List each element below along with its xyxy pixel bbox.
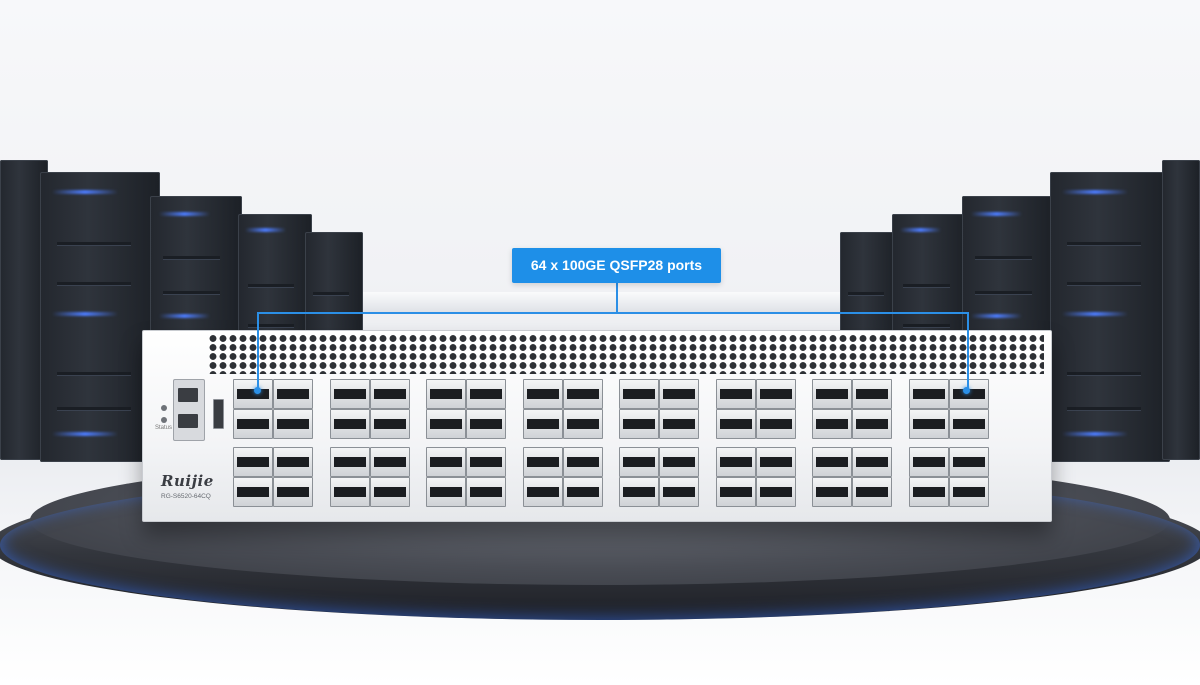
qsfp28-port: [329, 447, 370, 477]
qsfp28-port: [426, 477, 466, 507]
callout-bracket-left: [257, 312, 259, 390]
qsfp28-port: [812, 409, 852, 439]
server-rack-right-4: [1050, 172, 1170, 462]
callout-bracket-right: [967, 312, 969, 390]
qsfp28-port: [426, 379, 466, 409]
qsfp28-port: [755, 477, 796, 507]
callout-leader: [616, 283, 618, 313]
ventilation-grille: [208, 334, 1044, 374]
qsfp28-port: [659, 379, 699, 409]
qsfp28-port: [852, 409, 892, 439]
qsfp28-port: [812, 447, 852, 477]
qsfp28-port: [755, 379, 796, 409]
qsfp28-port: [426, 447, 466, 477]
qsfp28-port: [908, 447, 949, 477]
rj45-port: [178, 414, 198, 428]
port-group: [715, 379, 796, 509]
qsfp28-port: [233, 379, 273, 409]
qsfp28-port: [619, 379, 659, 409]
usb-port: [213, 399, 224, 429]
qsfp28-port: [852, 447, 892, 477]
qsfp28-port: [562, 477, 603, 507]
qsfp28-port: [466, 409, 506, 439]
qsfp28-port: [948, 477, 989, 507]
qsfp28-port: [659, 477, 699, 507]
qsfp28-port: [273, 447, 313, 477]
qsfp28-port: [755, 447, 796, 477]
qsfp28-port: [329, 477, 370, 507]
ports-callout: 64 x 100GE QSFP28 ports: [512, 248, 721, 283]
server-rack-right-5: [1162, 160, 1200, 460]
qsfp28-port: [715, 447, 756, 477]
port-group: [426, 379, 506, 509]
port-group: [522, 379, 603, 509]
status-led: [161, 405, 167, 411]
callout-bracket: [257, 312, 969, 314]
qsfp28-port: [522, 477, 563, 507]
qsfp28-port: [369, 379, 410, 409]
port-marker-left: [254, 387, 261, 394]
qsfp28-port: [562, 447, 603, 477]
port-group: [329, 379, 410, 509]
qsfp28-port: [715, 379, 756, 409]
qsfp28-port: [908, 409, 949, 439]
qsfp28-port: [329, 379, 370, 409]
qsfp28-port: [619, 409, 659, 439]
qsfp28-port: [273, 379, 313, 409]
qsfp28-port: [659, 409, 699, 439]
qsfp28-port: [812, 477, 852, 507]
qsfp28-port: [852, 379, 892, 409]
qsfp28-port: [426, 409, 466, 439]
qsfp28-port: [908, 477, 949, 507]
qsfp28-port: [233, 447, 273, 477]
server-rack-left-2: [40, 172, 160, 462]
qsfp28-port: [812, 379, 852, 409]
qsfp28-port: [948, 409, 989, 439]
qsfp28-port: [233, 409, 273, 439]
port-marker-right: [963, 387, 970, 394]
brand-logo: Ruijie: [161, 472, 214, 490]
qsfp28-port: [948, 447, 989, 477]
qsfp28-port: [562, 379, 603, 409]
qsfp28-port: [466, 477, 506, 507]
qsfp28-port: [273, 409, 313, 439]
qsfp28-port: [619, 477, 659, 507]
port-group: [812, 379, 892, 509]
qsfp28-port: [755, 409, 796, 439]
qsfp28-port: [908, 379, 949, 409]
port-group: [619, 379, 699, 509]
status-label: Status: [155, 425, 173, 431]
port-group: [908, 379, 989, 509]
qsfp28-port: [715, 477, 756, 507]
qsfp28-port: [329, 409, 370, 439]
qsfp28-port: [562, 409, 603, 439]
port-group: [233, 379, 313, 509]
qsfp28-port: [233, 477, 273, 507]
rj45-port: [178, 388, 198, 402]
qsfp28-port: [715, 409, 756, 439]
qsfp28-port: [659, 447, 699, 477]
management-ports: [173, 379, 205, 441]
qsfp28-port: [852, 477, 892, 507]
qsfp28-port: [466, 447, 506, 477]
qsfp28-port: [522, 409, 563, 439]
qsfp28-port: [369, 447, 410, 477]
back-shelf: [360, 292, 840, 312]
qsfp28-port: [369, 477, 410, 507]
qsfp28-port: [369, 409, 410, 439]
network-switch: Status Ruijie RG-S6520-64CQ: [142, 330, 1052, 522]
model-label: RG-S6520-64CQ: [161, 493, 211, 500]
qsfp28-port: [522, 379, 563, 409]
qsfp28-port: [466, 379, 506, 409]
status-led: [161, 417, 167, 423]
qsfp28-port: [522, 447, 563, 477]
qsfp28-port: [619, 447, 659, 477]
qsfp28-port: [273, 477, 313, 507]
